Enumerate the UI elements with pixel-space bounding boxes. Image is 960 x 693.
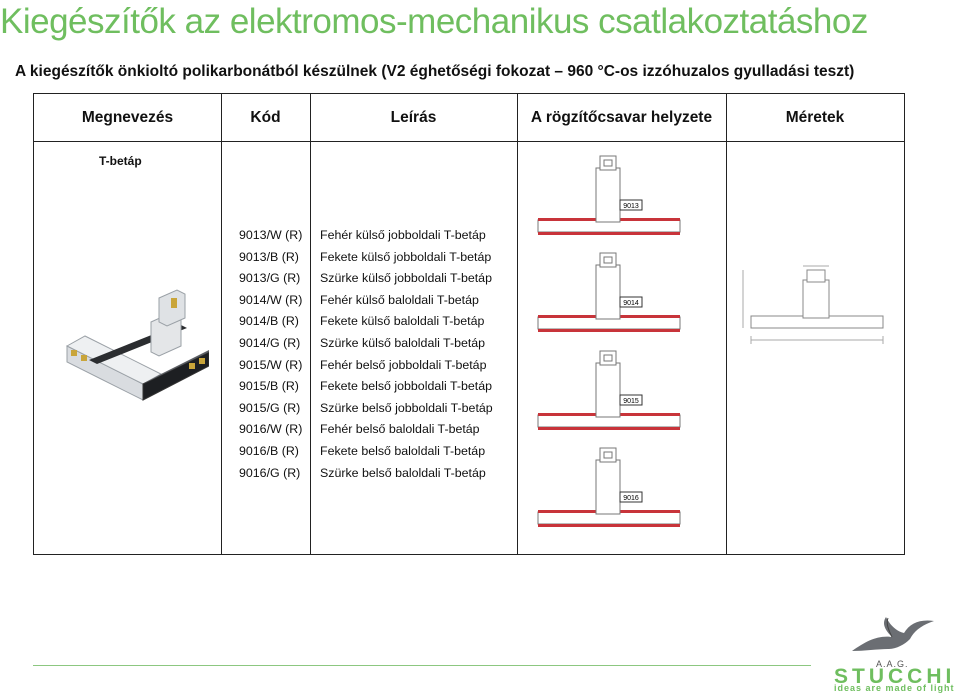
table-row-description: Szürke külső baloldali T-betáp	[320, 335, 486, 350]
dimension-drawing	[742, 265, 884, 344]
table-row-code: 9016/G (R)	[239, 465, 301, 480]
table-row-code: 9016/W (R)	[239, 422, 303, 437]
table-row-code: 9015/G (R)	[239, 400, 301, 415]
table-row-code: 9015/W (R)	[239, 357, 303, 372]
table-row-code: 9014/G (R)	[239, 335, 301, 350]
footer-divider	[33, 665, 811, 666]
header-name: Megnevezés	[81, 109, 174, 126]
table-row-description: Fehér külső baloldali T-betáp	[320, 292, 479, 307]
header-divider	[34, 141, 904, 142]
table-row-description: Szürke külső jobboldali T-betáp	[320, 271, 492, 286]
column-divider	[517, 94, 518, 554]
drawing-tag: 9014	[623, 300, 639, 307]
table-row-code: 9014/B (R)	[239, 314, 299, 329]
drawing-tag: 9016	[623, 495, 639, 502]
table-row-description: Fekete belső jobboldali T-betáp	[320, 379, 492, 394]
logo-name: STUCCHI	[834, 665, 956, 688]
column-divider	[726, 94, 727, 554]
bird-icon	[852, 617, 934, 651]
column-divider	[310, 94, 311, 554]
t-connector-product-image	[65, 289, 209, 401]
table-row-description: Fekete belső baloldali T-betáp	[320, 443, 486, 458]
table-row-description: Fehér belső baloldali T-betáp	[320, 422, 480, 437]
table-row-description: Szürke belső baloldali T-betáp	[320, 465, 486, 480]
table-row-description: Szürke belső jobboldali T-betáp	[320, 400, 493, 415]
table-row-description: Fekete külső baloldali T-betáp	[320, 314, 485, 329]
header-code: Kód	[250, 109, 281, 126]
page-subtitle: A kiegészítők önkioltó polikarbonátból k…	[15, 63, 855, 80]
code-column: 9013/W (R) 9013/B (R) 9013/G (R) 9014/W …	[239, 225, 302, 484]
table-row-description: Fekete külső jobboldali T-betáp	[320, 249, 492, 264]
table-row-code: 9013/W (R)	[239, 228, 303, 242]
stucchi-logo: A.A.G. STUCCHI ideas are made of light	[828, 615, 960, 693]
table-row-code: 9013/G (R)	[239, 271, 301, 286]
header-dimensions: Méretek	[785, 109, 845, 126]
description-column: Fehér külső jobboldali T-betáp Fekete kü…	[320, 225, 493, 484]
page-title: Kiegészítők az elektromos-mechanikus csa…	[0, 2, 868, 41]
table-row-code: 9015/B (R)	[239, 379, 299, 394]
product-table: Megnevezés Kód Leírás A rögzítőcsavar he…	[33, 93, 905, 555]
drawing-tag: 9015	[623, 398, 639, 405]
table-row-code: 9016/B (R)	[239, 443, 299, 458]
logo-tagline: ideas are made of light	[834, 683, 955, 693]
header-screw-position: A rögzítőcsavar helyzete	[530, 109, 713, 126]
t-connector-drawing-9013: 9013	[537, 155, 681, 235]
section-label: T-betáp	[99, 154, 142, 168]
table-row-code: 9013/B (R)	[239, 249, 299, 264]
column-divider	[221, 94, 222, 554]
t-connector-drawing-9015: 9015	[537, 350, 681, 430]
t-connector-drawing-9014: 9014	[537, 252, 681, 332]
drawing-tag: 9013	[623, 203, 639, 210]
table-row-code: 9014/W (R)	[239, 292, 303, 307]
logo-aag-text: A.A.G.	[876, 659, 909, 669]
t-connector-drawing-9016: 9016	[537, 447, 681, 527]
table-row-description: Fehér belső jobboldali T-betáp	[320, 357, 487, 372]
header-description: Leírás	[390, 109, 437, 126]
table-row-description: Fehér külső jobboldali T-betáp	[320, 228, 486, 242]
